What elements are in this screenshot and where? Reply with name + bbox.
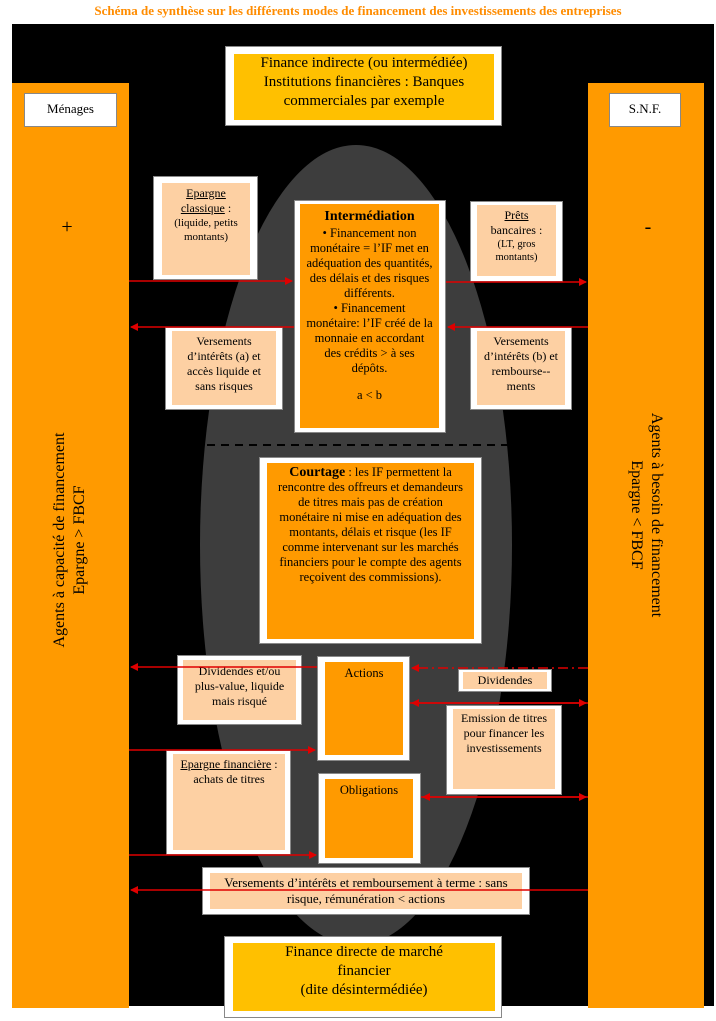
- epargne-financiere-text: : achats de titres: [193, 757, 278, 786]
- snf-column: [588, 83, 704, 1008]
- finance-indirecte-line2: Institutions financières : Banques: [263, 74, 465, 90]
- menages-label: Ménages: [24, 93, 117, 127]
- courtage-text: : les IF permettent la rencontre des off…: [277, 465, 464, 584]
- courtage-box: Courtage : les IF permettent la rencontr…: [267, 463, 474, 639]
- snf-label: S.N.F.: [609, 93, 681, 127]
- courtage-title: Courtage: [289, 465, 346, 480]
- versements-a-box: Versements d’intérêts (a) et accès liqui…: [172, 331, 276, 405]
- plus-sign: +: [61, 216, 73, 238]
- epargne-classique-detail: (liquide, petits montants): [174, 217, 238, 243]
- epargne-financiere-box: Epargne financière : achats de titres: [173, 754, 285, 850]
- prets-title: Prêts: [504, 208, 529, 222]
- dividendes-right-box: Dividendes: [463, 672, 547, 689]
- emission-box: Emission de titres pour financer les inv…: [453, 709, 555, 789]
- prets-text: bancaires :: [490, 223, 543, 237]
- dividendes-left-box: Dividendes et/ou plus-value, liquide mai…: [183, 660, 296, 720]
- obligations-box: Obligations: [325, 779, 413, 858]
- finance-indirecte-line3: commerciales par exemple: [283, 93, 445, 109]
- prets-detail: (LT, gros montants): [495, 239, 538, 263]
- finance-directe-line2: financier: [337, 963, 391, 979]
- intermediation-formula: a < b: [356, 388, 383, 402]
- minus-sign: -: [644, 216, 652, 238]
- intermediation-p2: • Financement monétaire: l’IF créé de la…: [306, 301, 433, 375]
- epargne-classique-title: Epargne classique: [180, 186, 226, 215]
- versements-bottom-box: Versements d’intérêts et remboursement à…: [210, 873, 522, 909]
- epargne-classique-box: Epargne classique : (liquide, petits mon…: [162, 183, 250, 275]
- epargne-classique-suffix: :: [224, 201, 232, 215]
- epargne-financiere-title: Epargne financière: [180, 757, 272, 771]
- finance-indirecte-line1: Finance indirecte (ou intermédiée): [260, 55, 468, 71]
- intermediation-title: Intermédiation: [324, 209, 415, 224]
- menages-column: [12, 83, 129, 1008]
- intermediation-box: Intermédiation • Financement non monétai…: [300, 204, 439, 428]
- finance-directe-line1: Finance directe de marché: [285, 944, 443, 960]
- finance-directe-box: Finance directe de marché financier (dit…: [233, 943, 495, 1011]
- prets-box: Prêts bancaires : (LT, gros montants): [477, 205, 556, 276]
- finance-indirecte-box: Finance indirecte (ou intermédiée) Insti…: [234, 54, 494, 120]
- actions-box: Actions: [325, 662, 403, 755]
- finance-directe-line3: (dite désintermédiée): [300, 982, 428, 998]
- intermediation-p1: • Financement non monétaire = l’IF met e…: [306, 226, 433, 300]
- versements-b-box: Versements d’intérêts (b) et rembourse--…: [477, 331, 565, 405]
- page-title: Schéma de synthèse sur les différents mo…: [94, 3, 622, 18]
